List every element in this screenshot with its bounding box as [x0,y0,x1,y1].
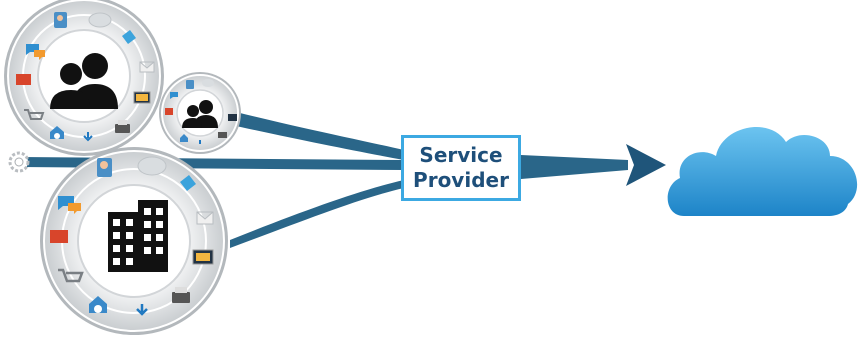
printer-icon [172,292,190,303]
chat-bubbles-icon [58,196,74,210]
presentation-icon [228,114,237,121]
users-hub [4,0,164,156]
connector-enterprise [230,180,404,248]
puzzle-icon [122,30,136,44]
user-group-icon [182,100,218,128]
envelope-icon [139,61,155,73]
firewall-icon [50,230,68,243]
cloud-icon [88,12,112,28]
cloud-icon [137,156,167,176]
printer-icon [115,124,130,133]
shopping-cart-icon [58,268,84,283]
download-icon [136,304,148,316]
service-provider-label-line2: Provider [413,168,509,192]
destination-cloud-icon [667,127,858,216]
user-profile-icon [186,80,194,89]
cloud-icon [202,79,214,87]
arrow-head-icon [626,144,666,186]
envelope-icon [196,211,214,225]
enterprise-hub [40,147,228,335]
home-info-icon [50,126,64,139]
chat-bubbles-icon [26,44,39,55]
download-icon [83,132,93,142]
user-group-icon [50,53,118,109]
small-node-left [8,151,30,173]
shopping-cart-icon [24,109,45,120]
chat-bubbles-icon [170,92,178,99]
office-building-icon [108,200,168,272]
puzzle-icon [180,175,196,191]
firewall-icon [16,74,31,85]
home-info-icon [89,296,107,313]
ring-icons-users [16,12,155,142]
service-provider-box: Service Provider [401,135,521,201]
connector-small-users [236,112,404,160]
service-provider-label-line1: Service [419,143,503,167]
small-users-hub [159,72,241,154]
connector-output [521,155,628,179]
home-info-icon [180,134,188,142]
ring-icons-small [165,79,237,144]
printer-icon [218,132,227,138]
firewall-icon [165,108,173,115]
ring-icons-enterprise [50,156,214,316]
